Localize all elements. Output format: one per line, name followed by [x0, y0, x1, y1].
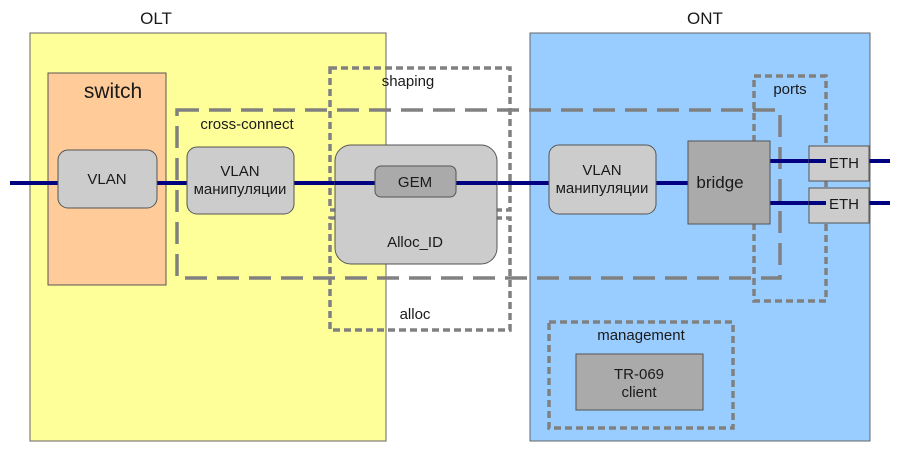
vlan-olt-block [57, 149, 158, 209]
eth-port-2-label: ETH [829, 196, 859, 213]
ports-label: ports [773, 81, 806, 98]
eth-port-1-label: ETH [829, 155, 859, 172]
cross-connect-label: cross-connect [200, 116, 294, 133]
vlan-manip-olt-line1: VLAN [220, 163, 259, 180]
vlan-manip-olt-block [186, 146, 295, 215]
gem-label: GEM [398, 174, 432, 191]
vlan-manip-ont-line2: манипуляции [556, 180, 649, 197]
alloc-label: alloc [400, 306, 431, 323]
ont-title: ONT [687, 9, 723, 28]
bridge-label: bridge [696, 173, 743, 192]
shaping-label: shaping [382, 73, 435, 90]
management-group [547, 320, 735, 430]
ports-group [752, 74, 828, 303]
vlan-manip-olt-line2: манипуляции [194, 181, 287, 198]
bridge-block [687, 140, 771, 225]
tr069-line1: TR-069 [614, 366, 664, 383]
vlan-manip-ont-line1: VLAN [582, 162, 621, 179]
cross-connect-group [175, 108, 782, 280]
tr069-client-block [575, 353, 704, 411]
gem-block [374, 165, 457, 198]
vlan-manip-ont-block [548, 144, 657, 215]
eth-port-1 [808, 145, 870, 182]
management-label: management [597, 327, 685, 344]
olt-title: OLT [140, 9, 172, 28]
vlan-olt-label: VLAN [87, 171, 126, 188]
eth-port-2 [808, 187, 870, 224]
switch-label: switch [84, 80, 142, 103]
alloc-id-label: Alloc_ID [387, 234, 443, 251]
tr069-line2: client [621, 384, 657, 401]
